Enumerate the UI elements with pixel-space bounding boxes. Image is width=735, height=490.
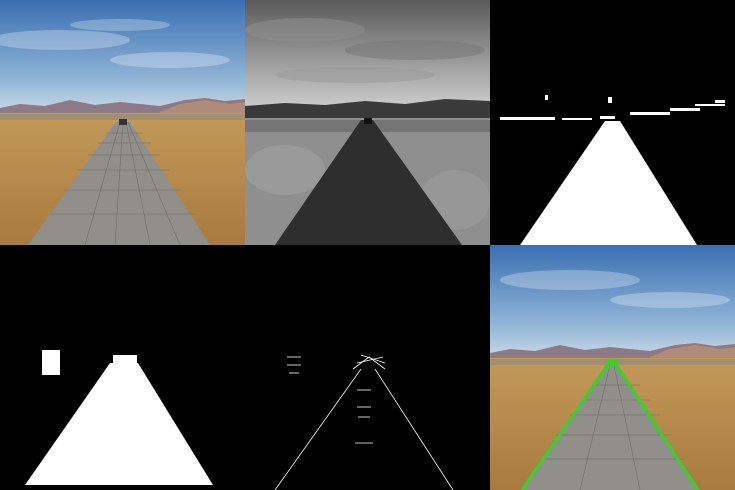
grayscale-runway (245, 0, 490, 245)
original-runway-photo (0, 0, 245, 245)
edge-detection (245, 245, 490, 490)
sky (0, 0, 245, 112)
detected-lanes-overlay (490, 245, 735, 490)
thresholded-binary (490, 0, 735, 245)
cleaned-runway-mask (0, 245, 245, 490)
right-lane-line (610, 358, 700, 490)
left-lane-line (520, 358, 614, 490)
runway-region (520, 121, 697, 245)
runway-region (25, 363, 213, 485)
